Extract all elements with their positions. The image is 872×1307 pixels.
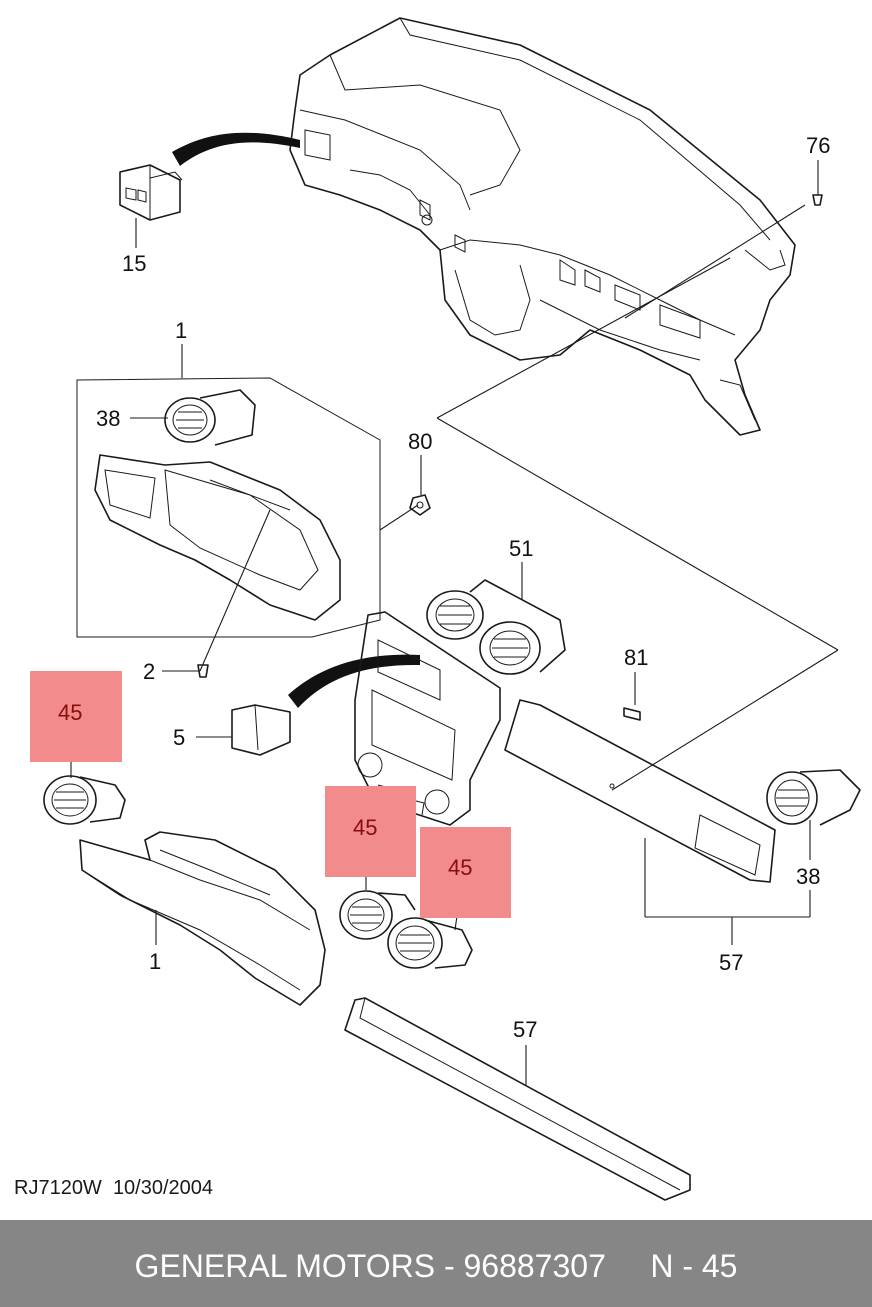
highlight-box-45-left <box>30 671 122 762</box>
callout-45-left: 45 <box>58 700 82 725</box>
screw-part-76 <box>812 194 823 206</box>
cluster-hood-bottom <box>79 831 326 1006</box>
highlight-box-45-mid <box>325 786 416 877</box>
drawing-date: 10/30/2004 <box>112 1177 214 1199</box>
callout-45-mid: 45 <box>353 815 377 840</box>
callout-2: 2 <box>143 659 155 684</box>
callout-38-top: 38 <box>96 406 120 431</box>
bottom-trim-strip <box>344 997 691 1201</box>
right-trim-panel <box>504 699 776 883</box>
callout-15: 15 <box>122 251 146 276</box>
callout-38-right: 38 <box>796 864 820 889</box>
callout-57-right: 57 <box>719 950 743 975</box>
callout-80: 80 <box>408 429 432 454</box>
leader-lines <box>70 160 839 1085</box>
callout-81: 81 <box>624 645 648 670</box>
drawing-id: RJ7120W <box>14 1177 102 1199</box>
vent-part-38-right <box>766 769 861 826</box>
routing-arrows <box>172 132 420 708</box>
vents-part-45-middle <box>339 890 473 969</box>
footer-title: GENERAL MOTORS - 96887307 N - 45 <box>134 1248 738 1284</box>
clip-part-81 <box>623 707 641 721</box>
instrument-panel-drawing <box>289 17 796 436</box>
footer-bar <box>0 1220 872 1307</box>
drawing-code: RJ7120W 10/30/2004 <box>14 1177 213 1200</box>
callout-76: 76 <box>806 133 830 158</box>
exploded-parts-diagram: 76 15 1 38 80 51 81 2 5 45 45 45 38 1 57… <box>30 17 861 1201</box>
switch-part-5 <box>231 704 291 756</box>
callout-1-top: 1 <box>175 318 187 343</box>
callout-5: 5 <box>173 725 185 750</box>
highlight-box-45-right <box>420 827 511 918</box>
vent-part-45-left <box>43 775 126 825</box>
callout-51: 51 <box>509 536 533 561</box>
callout-45-right: 45 <box>448 855 472 880</box>
screw-part-2 <box>197 664 209 678</box>
callout-1-bottom: 1 <box>149 949 161 974</box>
callout-57-bottom: 57 <box>513 1017 537 1042</box>
vents-part-51 <box>426 579 566 675</box>
cluster-assembly-box <box>76 377 381 638</box>
clip-part-80 <box>409 494 431 516</box>
switch-part-15 <box>119 164 183 221</box>
